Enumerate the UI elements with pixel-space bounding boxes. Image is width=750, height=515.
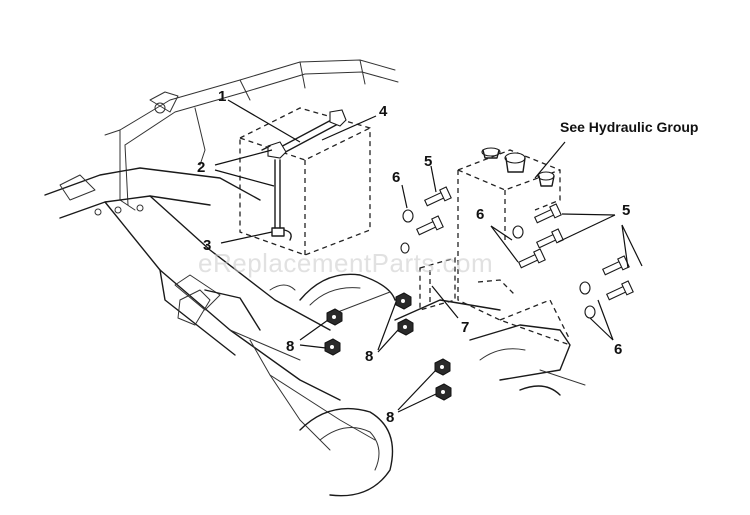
tank-bracket-outline: [419, 257, 456, 311]
washer: [584, 305, 596, 319]
callout-6b: 6: [476, 206, 484, 223]
hydraulic-tank-outline: [457, 147, 571, 346]
washer: [512, 225, 524, 239]
callout-4: 4: [379, 103, 388, 120]
callout-8c: 8: [386, 409, 394, 426]
mower-frame: [44, 59, 586, 497]
bolt: [534, 203, 562, 224]
bolt: [602, 255, 630, 276]
washer: [579, 281, 591, 295]
callout-5b: 5: [622, 202, 630, 219]
callout-2: 2: [197, 159, 205, 176]
callout-6c: 6: [614, 341, 622, 358]
battery-hold-down: [261, 109, 347, 241]
callout-8a: 8: [286, 338, 294, 355]
callout-labels: 1 2 3 4 5 5 6 6 6 7 8 8 8 See Hydraulic …: [197, 88, 698, 426]
bolts-item-5: [416, 186, 634, 301]
leader-lines: [214, 99, 643, 413]
callout-3: 3: [203, 237, 211, 254]
washers-item-6: [400, 209, 596, 319]
washer: [400, 242, 410, 254]
battery-outline: [239, 107, 371, 256]
bolt: [536, 228, 564, 249]
bolt: [424, 186, 452, 207]
watermark: eReplacementParts.com: [198, 248, 493, 278]
callout-8b: 8: [365, 348, 373, 365]
bolt: [606, 280, 634, 301]
washer: [402, 209, 414, 223]
bolt: [416, 215, 444, 236]
hydraulic-group-label: See Hydraulic Group: [560, 119, 698, 135]
callout-5a: 5: [424, 153, 432, 170]
bolt: [518, 248, 546, 269]
callout-7: 7: [461, 319, 469, 336]
callout-6a: 6: [392, 169, 400, 186]
callout-1: 1: [218, 88, 226, 105]
nuts-item-8: [324, 292, 452, 401]
